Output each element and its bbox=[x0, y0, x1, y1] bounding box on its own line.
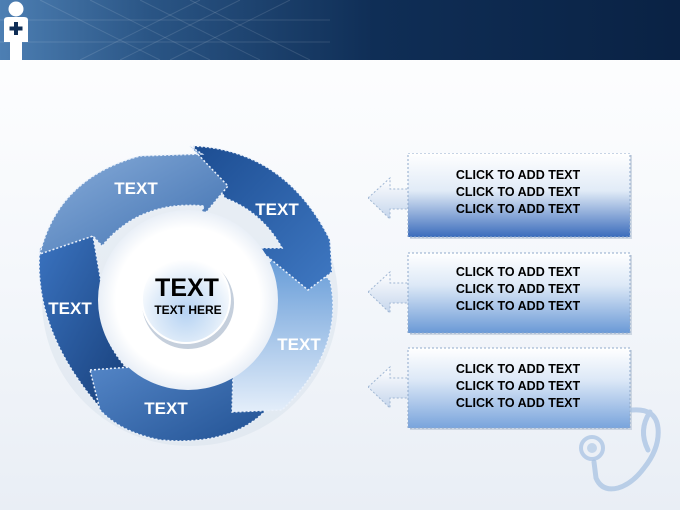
segment-label-top-right: TEXT bbox=[255, 200, 299, 219]
callout-3-line-3: CLICK TO ADD TEXT bbox=[455, 396, 581, 410]
callout-1-arrow-icon bbox=[368, 176, 411, 221]
center-subtitle: TEXT HERE bbox=[154, 303, 221, 317]
callout-3-arrow-icon bbox=[368, 365, 411, 410]
cycle-segment-top-left bbox=[38, 145, 230, 256]
callout-1[interactable]: CLICK TO ADD TEXT CLICK TO ADD TEXT CLIC… bbox=[368, 153, 634, 239]
callout-2[interactable]: CLICK TO ADD TEXT CLICK TO ADD TEXT CLIC… bbox=[368, 250, 634, 336]
cycle-segment-top-right bbox=[191, 145, 333, 291]
callout-1-line-1: CLICK TO ADD TEXT bbox=[455, 168, 581, 182]
callout-3-line-1: CLICK TO ADD TEXT bbox=[455, 362, 581, 376]
header-grid-decoration bbox=[0, 0, 330, 60]
callout-3-shape bbox=[368, 347, 632, 430]
callout-2-line-2: CLICK TO ADD TEXT bbox=[455, 282, 581, 296]
stethoscope-icon bbox=[579, 407, 661, 492]
segment-label-bottom: TEXT bbox=[144, 399, 188, 418]
cycle-diagram: TEXT TEXT HERE TEXT TEXT TEXT TEXT TEXT bbox=[38, 145, 338, 446]
callout-2-shape bbox=[368, 252, 632, 335]
callout-1-shape bbox=[368, 153, 632, 239]
segment-label-top-left: TEXT bbox=[114, 179, 158, 198]
callout-1-line-2: CLICK TO ADD TEXT bbox=[455, 185, 581, 199]
callout-2-text: CLICK TO ADD TEXT CLICK TO ADD TEXT CLIC… bbox=[410, 264, 626, 315]
callout-1-line-3: CLICK TO ADD TEXT bbox=[455, 202, 581, 216]
callout-2-line-3: CLICK TO ADD TEXT bbox=[455, 299, 581, 313]
header-banner bbox=[0, 0, 680, 60]
callout-1-text: CLICK TO ADD TEXT CLICK TO ADD TEXT CLIC… bbox=[410, 167, 626, 218]
segment-label-right: TEXT bbox=[277, 335, 321, 354]
callout-2-line-1: CLICK TO ADD TEXT bbox=[455, 265, 581, 279]
center-circle[interactable] bbox=[141, 254, 231, 344]
callout-3-text: CLICK TO ADD TEXT CLICK TO ADD TEXT CLIC… bbox=[410, 361, 626, 412]
segment-label-left: TEXT bbox=[48, 299, 92, 318]
medical-person-icon bbox=[4, 1, 28, 60]
callout-2-arrow-icon bbox=[368, 270, 411, 315]
callout-3-line-2: CLICK TO ADD TEXT bbox=[455, 379, 581, 393]
callout-3[interactable]: CLICK TO ADD TEXT CLICK TO ADD TEXT CLIC… bbox=[368, 345, 634, 431]
center-title: TEXT bbox=[155, 274, 219, 302]
